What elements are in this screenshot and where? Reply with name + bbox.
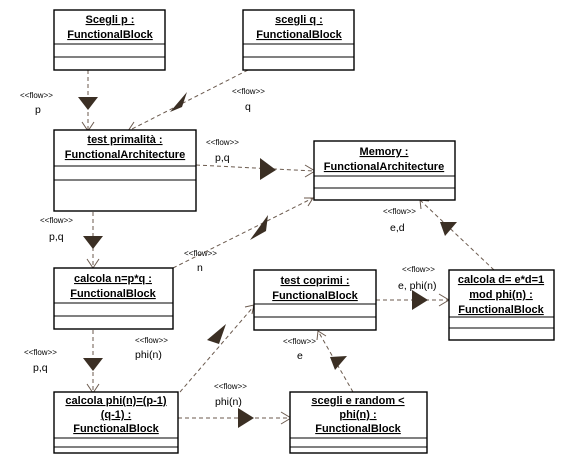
block-title: Scegli p :: [86, 14, 135, 26]
flow-stereotype: <<flow>>: [402, 265, 435, 274]
flow-triangle-test-calcola-n: [83, 236, 103, 249]
flow-label-d-memory: e,d: [390, 222, 405, 234]
flow-label-coprimi-d: e, phi(n): [398, 280, 437, 292]
flow-label-phi-coprimi: phi(n): [135, 349, 162, 361]
flow-triangle-phi-coprimi: [207, 324, 226, 344]
block-title: calcola n=p*q :: [74, 273, 152, 285]
flow-edge-test-calcola-n: <<flow>> p,q: [40, 212, 103, 269]
block-type: FunctionalBlock: [73, 423, 159, 435]
block-title: test primalità :: [87, 134, 162, 146]
block-title: calcola phi(n)=(p-1): [65, 395, 166, 407]
flow-stereotype: <<flow>>: [135, 336, 168, 345]
flow-edge-test-memory: <<flow>> p,q: [195, 138, 316, 180]
block-scegli-p[interactable]: Scegli p : FunctionalBlock: [53, 9, 166, 71]
flow-label-phi-scegli-e: phi(n): [215, 396, 242, 408]
flow-triangle-e-coprimi: [330, 356, 347, 370]
block-title: Memory :: [360, 146, 409, 158]
flow-stereotype: <<flow>>: [283, 337, 316, 346]
flow-triangle-calcola-n-phi: [83, 358, 103, 371]
flow-edge-e-coprimi: <<flow>> e: [283, 330, 354, 393]
flow-edge-coprimi-d: <<flow>> e, phi(n): [376, 265, 450, 310]
flow-triangle-test-memory: [260, 158, 276, 180]
flow-edge-phi-scegli-e: <<flow>> phi(n): [178, 382, 292, 428]
flow-label-calcola-n-phi: p,q: [33, 362, 48, 374]
flow-stereotype: <<flow>>: [232, 87, 265, 96]
flow-stereotype: <<flow>>: [383, 207, 416, 216]
flow-stereotype: <<flow>>: [40, 216, 73, 225]
flow-edge-d-memory: <<flow>> e,d: [383, 199, 495, 271]
flow-label-test-calcola-n: p,q: [49, 231, 64, 243]
flow-edge-calcola-n-phi: <<flow>> p,q: [24, 330, 103, 394]
flow-stereotype: <<flow>>: [184, 249, 217, 258]
flow-label-e: e: [297, 350, 303, 362]
flow-stereotype: <<flow>>: [214, 382, 247, 391]
block-type: FunctionalBlock: [256, 29, 342, 41]
flow-triangle-p: [78, 97, 98, 110]
flow-edge-phi-coprimi: <<flow>> phi(n): [135, 304, 255, 393]
block-title: test coprimi :: [280, 275, 349, 287]
block-scegli-q[interactable]: scegli q : FunctionalBlock: [242, 9, 355, 71]
block-title: scegli q :: [275, 14, 323, 26]
block-title: calcola d= e*d=1: [458, 274, 544, 286]
flow-edge-q: <<flow>> q: [127, 69, 265, 132]
block-memory[interactable]: Memory : FunctionalArchitecture: [313, 140, 456, 201]
flow-triangle-phi-scegli-e: [238, 408, 254, 428]
flow-edge-n-memory: <<flow>> n: [172, 197, 314, 274]
block-type: FunctionalBlock: [315, 423, 401, 435]
flow-triangle-coprimi-d: [412, 290, 428, 310]
block-test-primalita[interactable]: test primalità : FunctionalArchitecture: [53, 129, 197, 212]
flow-stereotype: <<flow>>: [24, 348, 57, 357]
flow-triangle-n-memory: [250, 215, 268, 240]
block-title-line2: mod phi(n) :: [469, 289, 533, 301]
block-test-coprimi[interactable]: test coprimi : FunctionalBlock: [253, 269, 377, 331]
block-type: FunctionalBlock: [458, 304, 544, 316]
flow-stereotype: <<flow>>: [206, 138, 239, 147]
block-title-line2: phi(n) :: [339, 409, 376, 421]
block-type: FunctionalBlock: [272, 290, 358, 302]
block-title: scegli e random <: [311, 395, 404, 407]
block-type: FunctionalArchitecture: [324, 161, 444, 173]
flow-label-q: q: [245, 101, 251, 113]
flow-stereotype: <<flow>>: [20, 91, 53, 100]
block-scegli-e[interactable]: scegli e random < phi(n) : FunctionalBlo…: [289, 391, 428, 454]
block-calcola-phi[interactable]: calcola phi(n)=(p-1) (q-1) : FunctionalB…: [53, 391, 179, 454]
block-type: FunctionalBlock: [70, 288, 156, 300]
flow-triangle-q: [170, 92, 187, 112]
block-title-line2: (q-1) :: [101, 409, 132, 421]
flow-label-test-memory: p,q: [215, 152, 230, 164]
flow-edge-p: <<flow>> p: [20, 70, 98, 132]
block-type: FunctionalArchitecture: [65, 149, 185, 161]
flow-label-n: n: [197, 262, 203, 274]
flow-triangle-d-memory: [440, 222, 457, 236]
block-calcola-n[interactable]: calcola n=p*q : FunctionalBlock: [53, 267, 174, 330]
flow-label-p: p: [35, 104, 41, 116]
block-type: FunctionalBlock: [67, 29, 153, 41]
block-calcola-d[interactable]: calcola d= e*d=1 mod phi(n) : Functional…: [448, 269, 555, 341]
